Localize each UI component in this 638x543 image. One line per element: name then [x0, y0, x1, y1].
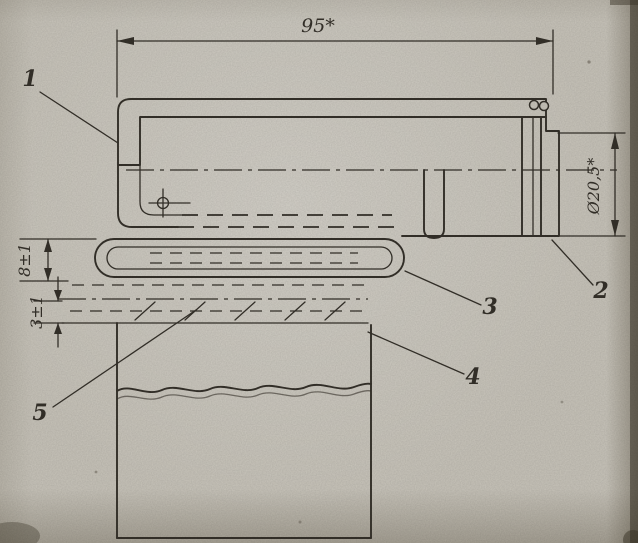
scanned-drawing-sheet: 95* — [0, 0, 638, 543]
scan-artifacts — [0, 0, 638, 543]
technical-drawing: 95* — [0, 0, 638, 543]
paper-grain — [0, 0, 638, 543]
